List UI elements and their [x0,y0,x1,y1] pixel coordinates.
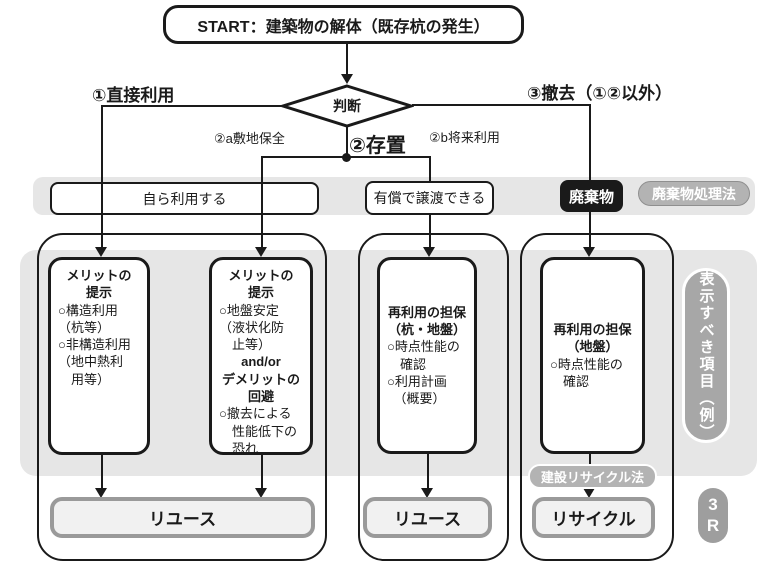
outcome-reuse-left-label: リユース [148,510,217,529]
construction-recycle-law-label: 建設リサイクル法 [540,470,645,485]
demerit-heading: デメリットの 回避 [221,371,300,404]
merit-box-ground-body: ○地盤安定 （液状化防 止等） [219,302,285,353]
decision-diamond-shape [277,84,417,128]
connector-decision-down [346,125,348,158]
branch-label-direct-use: ①直接利用 [92,86,175,105]
connector-guarantee1-reuse [427,453,429,491]
decision-node: 判断 [277,84,417,128]
waste-law-label: 廃棄物処理法 [652,185,736,202]
arrowhead-into-decision [341,74,353,84]
branch-label-preserve-future: ②b将来利用 [429,130,500,145]
arrowhead-into-merit-box-1 [95,247,107,257]
connector-preserve-horizontal [262,156,430,158]
group-removal [520,233,674,561]
side-capsule-display-items: 表示すべき項目（例） [682,268,730,443]
arrowhead-into-reuse-left-2 [255,488,267,498]
merit-box-ground-andor: and/or [241,354,281,370]
merit-box-structural: メリットの 提示 ○構造利用 （杭等） ○非構造利用 （地中熱利 用等） [48,257,150,455]
guarantee-pile-ground-body: ○時点性能の 確認 ○利用計画 （概要） [387,339,460,407]
group-preserve [358,233,509,561]
outcome-recycle: リサイクル [532,497,655,538]
start-label: START：建築物の解体（既存杭の発生） [197,18,490,36]
waste-law-pill: 廃棄物処理法 [638,181,750,206]
self-use-label: 自ら利用する [142,190,227,207]
guarantee-ground-heading: 再利用の担保 （地盤） [553,321,632,355]
guarantee-pile-ground-heading: 再利用の担保 （杭・地盤） [387,304,466,337]
connector-decision-left-horizontal [102,105,282,107]
connector-preserve-site-vertical [261,156,263,248]
connector-right-vertical [589,104,591,248]
self-use-box: 自ら利用する [50,182,319,215]
merit-box-ground: メリットの 提示 ○地盤安定 （液状化防 止等） and/or デメリットの 回… [209,257,313,456]
outcome-reuse-mid: リユース [363,497,492,538]
arrowhead-into-guarantee-box-ground [583,247,595,257]
guarantee-box-ground: 再利用の担保 （地盤） ○時点性能の 確認 [540,257,645,454]
paid-transfer-label: 有償で譲渡できる [373,190,486,206]
start-node: START：建築物の解体（既存杭の発生） [163,5,524,44]
arrowhead-into-reuse-mid [421,488,433,498]
connector-merit1-reuse [101,455,103,491]
branch-label-removal: ③撤去（①②以外） [527,84,673,103]
construction-recycle-law-pill: 建設リサイクル法 [528,464,657,489]
connector-start-decision [346,38,348,77]
branch-label-preserve-site: ②a敷地保全 [214,131,285,146]
arrowhead-into-merit-box-2 [255,247,267,257]
branch-label-preserve: ②存置 [349,135,406,157]
arrowhead-into-guarantee-box-pile-ground [423,247,435,257]
outcome-recycle-label: リサイクル [551,510,636,529]
three-r-badge: 3 R [698,488,728,543]
guarantee-ground-body: ○時点性能の 確認 [550,356,623,389]
connector-left-vertical [101,105,103,248]
connector-merit2-reuse [261,455,263,491]
waste-box: 廃棄物 [560,180,623,212]
outcome-reuse-mid-label: リユース [393,510,462,529]
paid-transfer-box: 有償で譲渡できる [365,181,494,215]
demerit-body: ○撤去による 性能低下の 恐れ [219,406,298,456]
merit-box-ground-heading: メリットの 提示 [228,268,294,301]
decision-label: 判断 [333,98,361,114]
connector-decision-right-horizontal [412,104,590,106]
group-direct-use [37,233,327,561]
waste-label: 廃棄物 [568,188,614,206]
arrowhead-into-recycle [583,488,595,498]
outcome-reuse-left: リユース [50,497,315,538]
arrowhead-into-reuse-left-1 [95,488,107,498]
merit-box-structural-heading: メリットの 提示 [66,268,132,301]
merit-box-structural-body: ○構造利用 （杭等） ○非構造利用 （地中熱利 用等） [58,302,131,387]
guarantee-box-pile-ground: 再利用の担保 （杭・地盤） ○時点性能の 確認 ○利用計画 （概要） [377,257,477,454]
side-capsule-label: 表示すべき項目（例） [697,271,715,441]
